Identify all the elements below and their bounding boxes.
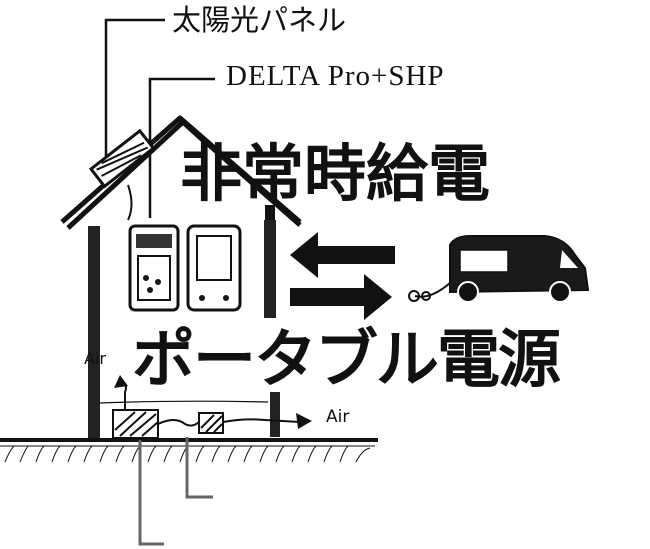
house-roof (60, 115, 302, 230)
arrow-left-icon (290, 232, 395, 278)
solar-panel-callout-line (104, 18, 165, 185)
house-left-wall (88, 226, 100, 440)
smart-home-panel-icon (186, 224, 242, 312)
chimney (265, 205, 275, 223)
underfloor-unit-large (112, 409, 159, 439)
duct-out (222, 418, 301, 423)
house-right-wall-lower (270, 392, 280, 437)
arrow-right-icon (290, 274, 392, 320)
device-callout-line (148, 77, 215, 218)
underfloor-callout-line-2 (185, 437, 213, 499)
delta-pro-device-icon (128, 224, 180, 312)
air-out-label: Air (326, 407, 350, 427)
air-in-label: Air (84, 349, 106, 368)
underfloor-callout-line-1 (138, 440, 164, 546)
air-out-arrow-icon (296, 413, 312, 429)
portable-power-heading: ポータブル電源 (132, 323, 561, 396)
floor-line (99, 400, 269, 404)
emergency-power-heading: 非常時給電 (180, 137, 491, 210)
underfloor-unit-small (198, 412, 224, 434)
house-right-wall-upper (264, 220, 276, 318)
duct (157, 419, 200, 427)
ground-hatching (4, 445, 371, 463)
solar-panel-label: 太陽光パネル (172, 3, 347, 37)
solar-cable (127, 184, 133, 221)
device-label: DELTA Pro+SHP (226, 60, 445, 92)
camper-van-icon (408, 235, 590, 303)
air-in-arrow-icon (114, 375, 128, 388)
solar-panel-icon (88, 128, 156, 189)
